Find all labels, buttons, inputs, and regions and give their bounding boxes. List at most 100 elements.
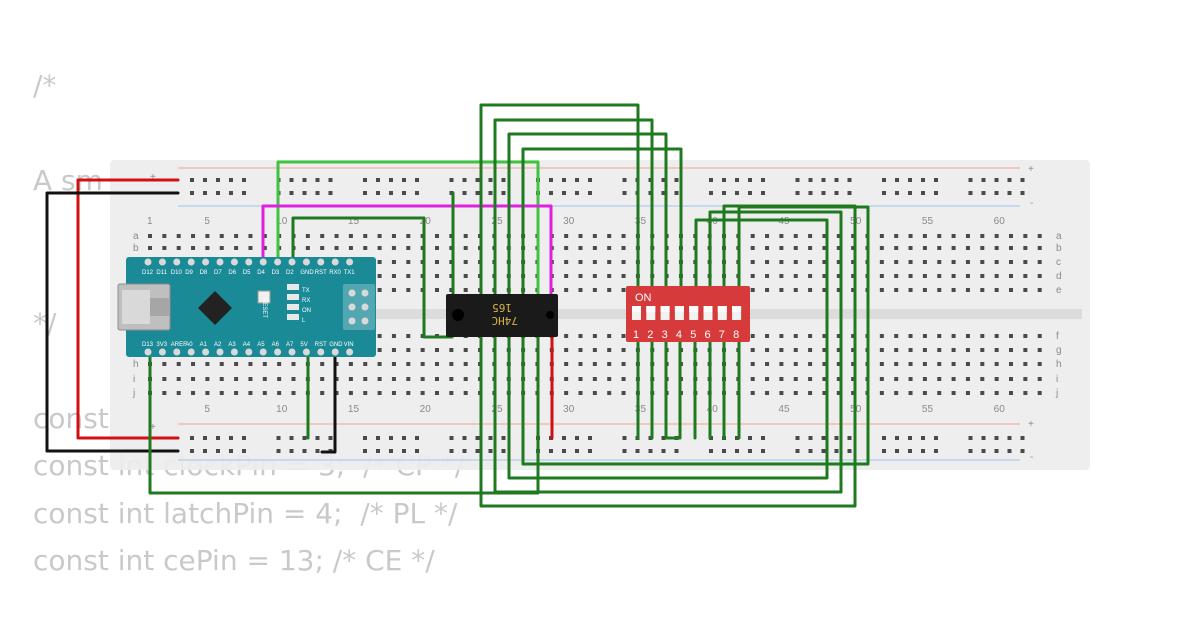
rail-hole xyxy=(921,436,925,440)
rail-hole xyxy=(661,449,666,453)
dip-toggle-slider xyxy=(732,306,742,312)
breadboard-hole xyxy=(779,334,784,338)
wire-green-chip-to-dip-1[interactable] xyxy=(479,103,640,296)
breadboard-hole xyxy=(951,234,956,238)
breadboard-hole xyxy=(1009,274,1013,278)
wire-green-dip-pull-3[interactable] xyxy=(664,340,682,440)
dip-toggle-slider xyxy=(646,306,656,312)
breadboard-hole xyxy=(980,260,985,264)
breadboard-hole xyxy=(822,246,827,250)
breadboard-hole xyxy=(779,391,784,395)
breadboard-hole xyxy=(1023,391,1028,395)
rail-hole xyxy=(302,191,307,195)
breadboard-hole xyxy=(463,348,468,352)
breadboard-hole xyxy=(1037,288,1042,292)
wire-black-ground[interactable] xyxy=(45,191,180,453)
breadboard-hole xyxy=(765,377,770,381)
rail-hole xyxy=(808,191,813,195)
breadboard-hole xyxy=(994,246,999,250)
breadboard-hole xyxy=(463,288,468,292)
breadboard-hole xyxy=(851,288,856,292)
breadboard-hole xyxy=(980,391,985,395)
rail-hole xyxy=(242,449,246,453)
breadboard-hole xyxy=(765,260,770,264)
shift-register-chip[interactable]: 74HC 165 xyxy=(446,294,558,337)
breadboard-hole xyxy=(391,260,396,264)
breadboard-hole xyxy=(994,274,999,278)
breadboard-hole xyxy=(1023,288,1028,292)
dip-on-label: ON xyxy=(635,292,652,304)
rail-hole xyxy=(501,178,506,182)
rail-minus-label: - xyxy=(1030,452,1033,463)
wire-green-d13[interactable] xyxy=(148,335,540,495)
arduino-pin xyxy=(187,348,195,356)
rail-hole xyxy=(190,191,194,195)
breadboard-hole xyxy=(894,260,899,264)
breadboard-hole xyxy=(377,348,382,352)
breadboard-hole xyxy=(1037,234,1042,238)
wire-red-power[interactable] xyxy=(76,178,180,440)
rail-hole xyxy=(203,191,207,195)
breadboard-hole xyxy=(793,234,798,238)
breadboard-hole xyxy=(836,348,841,352)
breadboard-hole xyxy=(793,391,798,395)
icsp-pin xyxy=(361,289,369,297)
reset-button[interactable] xyxy=(257,290,271,304)
dip-toggle-track xyxy=(674,306,684,320)
wire-green-d2[interactable] xyxy=(291,216,454,339)
rail-hole xyxy=(981,191,986,195)
wire-green-chip-to-dip-4[interactable] xyxy=(521,147,683,296)
column-number: 25 xyxy=(491,216,503,227)
breadboard-hole xyxy=(607,260,612,264)
breadboard-hole xyxy=(750,288,755,292)
breadboard-hole xyxy=(750,234,755,238)
column-number: 15 xyxy=(348,216,360,227)
rail-hole xyxy=(895,436,899,440)
dip-toggle-slider xyxy=(632,306,641,312)
wires xyxy=(45,103,870,508)
chip-notch xyxy=(546,311,554,319)
arduino-pin xyxy=(317,258,325,266)
arduino-pin xyxy=(245,348,253,356)
rail-hole xyxy=(1020,436,1025,440)
breadboard-hole xyxy=(765,246,770,250)
row-letter: a xyxy=(1056,231,1062,242)
breadboard-hole xyxy=(219,391,224,395)
breadboard-hole xyxy=(277,377,282,381)
breadboard-hole xyxy=(808,288,813,292)
column-number: 5 xyxy=(204,216,210,227)
wire-green-chip-to-dip-8[interactable] xyxy=(521,205,870,466)
row-letter: b xyxy=(133,243,139,254)
breadboard-hole xyxy=(348,391,353,395)
rail-hole xyxy=(795,191,800,195)
breadboard-hole xyxy=(363,234,368,238)
wire-black-gnd-nano[interactable] xyxy=(320,350,337,454)
wire-green-chip-to-dip-7[interactable] xyxy=(507,218,829,480)
rail-hole xyxy=(289,178,294,182)
wire-magenta-d4[interactable] xyxy=(261,204,553,296)
wire-light-green-d3[interactable] xyxy=(276,160,540,296)
breadboard-hole xyxy=(808,274,813,278)
rail-hole xyxy=(908,191,912,195)
code-line: const int cePin = 13; /* CE */ xyxy=(33,544,435,577)
wire-green-chip-to-dip-6[interactable] xyxy=(493,210,843,494)
breadboard-hole xyxy=(621,362,626,366)
rail-hole xyxy=(674,178,679,182)
breadboard-hole xyxy=(980,362,985,366)
wire-green-chip-to-dip-3[interactable] xyxy=(507,132,668,296)
wire-green-chip-to-dip-2[interactable] xyxy=(493,118,654,296)
rail-hole xyxy=(748,436,752,440)
breadboard-hole xyxy=(894,391,899,395)
dip-switch-body xyxy=(626,286,750,342)
breadboard-hole xyxy=(406,391,411,395)
icsp-pin xyxy=(361,317,369,325)
breadboard-hole xyxy=(779,274,784,278)
breadboard-hole xyxy=(1037,391,1042,395)
breadboard-hole xyxy=(219,234,224,238)
breadboard-hole xyxy=(908,246,913,250)
column-number: 35 xyxy=(635,404,647,415)
rail-hole xyxy=(722,191,726,195)
breadboard-hole xyxy=(578,246,583,250)
